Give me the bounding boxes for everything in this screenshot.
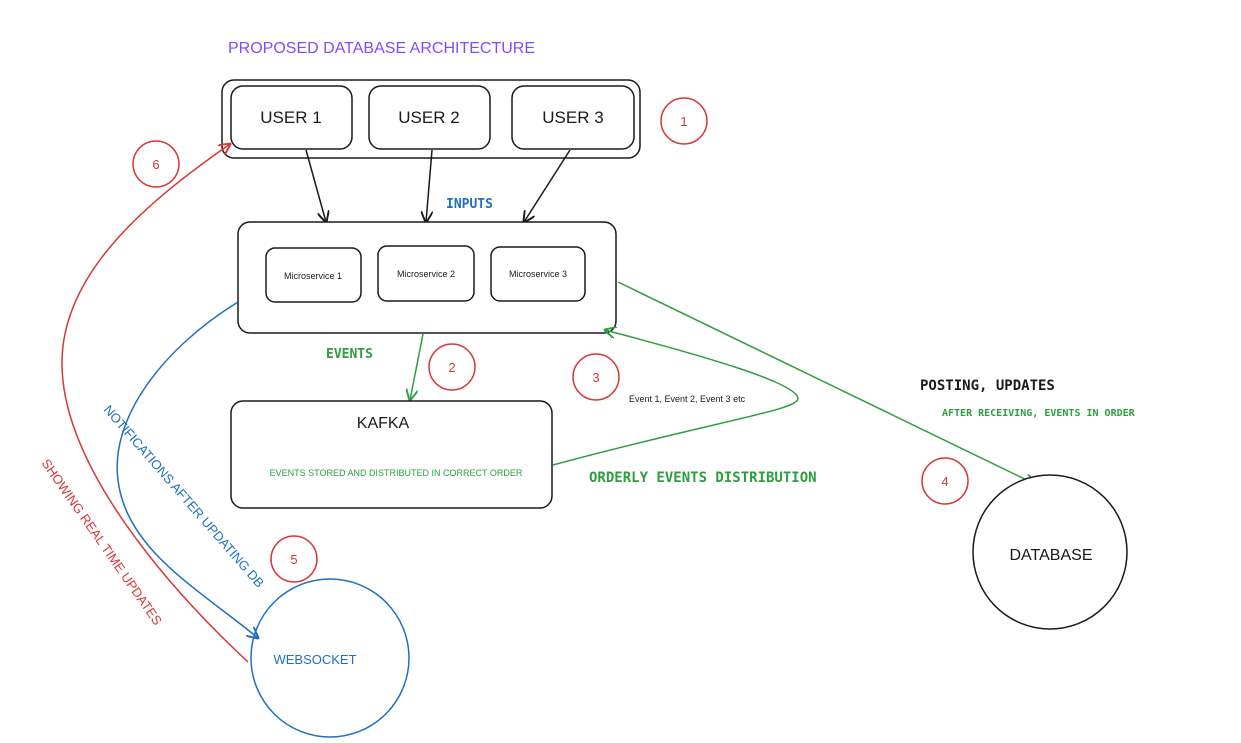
user-2-label: USER 2 xyxy=(398,108,459,127)
step-3-number: 3 xyxy=(592,370,599,385)
orderly-distribution-label: ORDERLY EVENTS DISTRIBUTION xyxy=(589,470,817,486)
user-3-box xyxy=(511,85,635,150)
events-label: EVENTS xyxy=(326,347,373,362)
step-2-marker: 2 xyxy=(428,343,476,391)
microservice-3-label: Microservice 3 xyxy=(509,269,567,279)
microservice-1-label: Microservice 1 xyxy=(284,271,342,281)
kafka-box xyxy=(230,400,553,509)
step-6-marker: 6 xyxy=(132,140,180,188)
step-4-marker: 4 xyxy=(921,457,969,505)
diagram-title: PROPOSED DATABASE ARCHITECTURE xyxy=(228,40,535,57)
websocket-node xyxy=(250,578,410,738)
user-2-to-microservices-arrow xyxy=(426,149,432,222)
microservice-1-box xyxy=(265,247,362,303)
user-1-box xyxy=(230,85,353,150)
event-list-label: Event 1, Event 2, Event 3 etc xyxy=(629,394,746,404)
microservice-2-box xyxy=(377,245,475,302)
user-3-to-microservices-arrow xyxy=(524,149,571,222)
user-3-label: USER 3 xyxy=(542,108,603,127)
microservice-2-label: Microservice 2 xyxy=(397,269,455,279)
step-5-marker: 5 xyxy=(270,535,318,583)
kafka-subtitle: EVENTS STORED AND DISTRIBUTED IN CORRECT… xyxy=(270,468,523,478)
inputs-label: INPUTS xyxy=(446,197,493,212)
notifications-arrow xyxy=(116,301,258,638)
user-1-to-microservices-arrow xyxy=(305,149,326,222)
step-1-marker: 1 xyxy=(660,97,708,145)
step-1-number: 1 xyxy=(680,114,687,129)
user-1-label: USER 1 xyxy=(260,108,321,127)
after-receiving-label: AFTER RECEIVING, EVENTS IN ORDER xyxy=(942,408,1136,419)
kafka-label: KAFKA xyxy=(357,415,410,432)
step-5-number: 5 xyxy=(290,552,297,567)
websocket-label: WEBSOCKET xyxy=(273,652,356,667)
database-node xyxy=(972,474,1128,630)
microservice-3-box xyxy=(490,246,586,302)
step-3-marker: 3 xyxy=(572,353,620,401)
step-2-number: 2 xyxy=(448,360,455,375)
step-4-number: 4 xyxy=(941,474,948,489)
user-2-box xyxy=(368,85,491,150)
events-to-kafka-arrow xyxy=(410,333,424,400)
step-6-number: 6 xyxy=(152,157,159,172)
database-label: DATABASE xyxy=(1010,547,1093,564)
posting-updates-arrow xyxy=(617,281,1035,484)
orderly-distribution-arrow xyxy=(552,330,799,466)
real-time-updates-arrow xyxy=(61,144,249,663)
posting-updates-label: POSTING, UPDATES xyxy=(920,378,1055,394)
